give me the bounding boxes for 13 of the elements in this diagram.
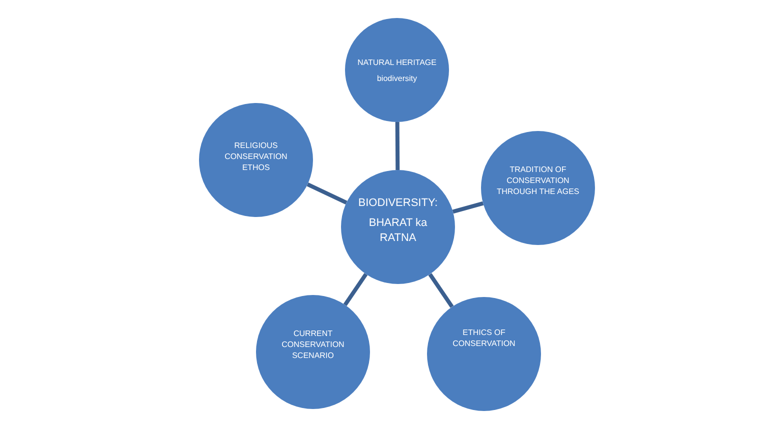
connector-line: [395, 122, 400, 170]
connector-line: [452, 201, 484, 214]
circle-label: RELIGIOUS CONSERVATION ETHOS: [224, 140, 288, 172]
connector-line: [343, 273, 368, 306]
circle-label: CURRENT CONSERVATION SCENARIO: [280, 328, 346, 360]
circle-label: BIODIVERSITY:: [358, 196, 438, 211]
connector-line: [306, 182, 348, 204]
connector-line: [428, 273, 454, 308]
circle-label: TRADITION OF CONSERVATION THROUGH THE AGES: [496, 164, 580, 196]
circle-label: BHARAT ka RATNA: [368, 216, 428, 246]
circle-label: biodiversity: [376, 72, 417, 84]
circle-label: NATURAL HERITAGE: [358, 56, 436, 68]
circle-label: ETHICS OF CONSERVATION: [452, 327, 516, 349]
